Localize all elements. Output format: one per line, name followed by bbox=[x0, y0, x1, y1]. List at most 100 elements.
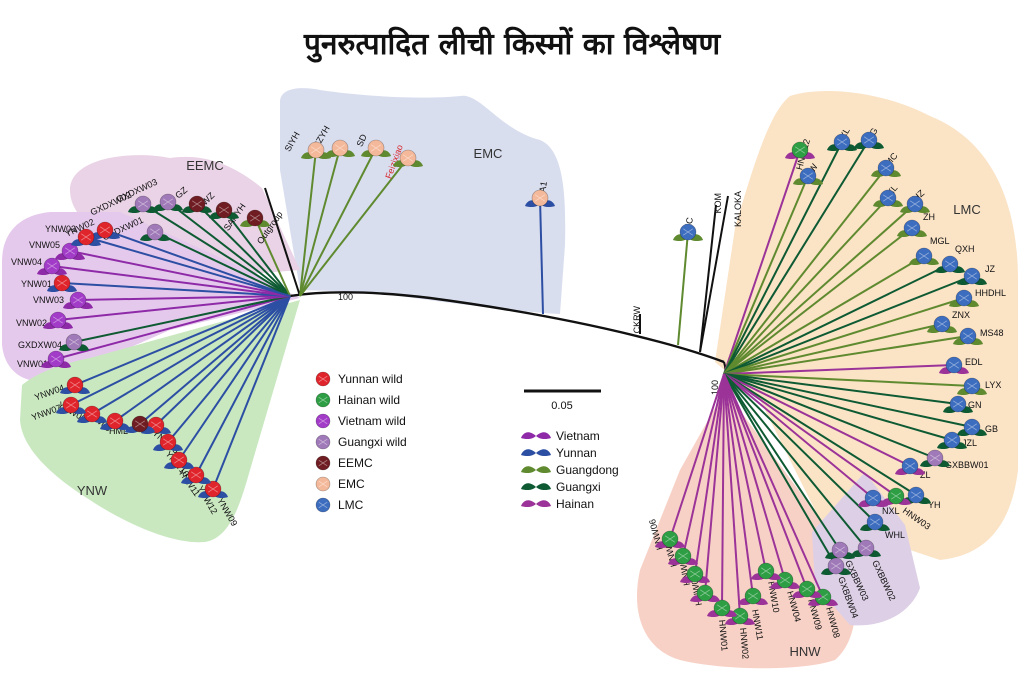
fruit-marker bbox=[170, 451, 188, 469]
fruit-marker bbox=[66, 376, 84, 394]
fruit-marker bbox=[331, 139, 349, 157]
fruit-marker-texture bbox=[929, 454, 941, 462]
fruit-marker bbox=[831, 541, 849, 559]
fruit-legend-label: EMC bbox=[338, 477, 365, 491]
fruit-marker bbox=[83, 405, 101, 423]
branch-gxdxw01 bbox=[154, 231, 291, 297]
fruit-legend-label: Yunnan wild bbox=[338, 372, 403, 386]
region-leaf-marker bbox=[536, 449, 551, 457]
region-leaf-marker bbox=[521, 483, 536, 491]
branch-wz bbox=[223, 209, 291, 297]
branch-hnw06 bbox=[669, 373, 725, 540]
fruit-marker-texture bbox=[882, 194, 894, 202]
fruit-marker bbox=[315, 476, 331, 492]
fruit-marker bbox=[864, 489, 882, 507]
fruit-marker bbox=[315, 455, 331, 471]
fruit-marker bbox=[188, 195, 206, 213]
fruit-legend-label: EEMC bbox=[338, 456, 373, 470]
leaf-label-hnw02: HNW02 bbox=[738, 627, 751, 659]
fruit-marker bbox=[933, 315, 951, 333]
branch-gxdxw03 bbox=[167, 201, 291, 297]
leaf-label-zl: ZL bbox=[920, 470, 931, 480]
fruit-marker bbox=[798, 580, 816, 598]
fruit-marker-texture bbox=[310, 146, 322, 154]
branch-vnw02 bbox=[57, 295, 291, 321]
fruit-marker-texture bbox=[966, 382, 978, 390]
fruit-marker-texture bbox=[207, 485, 219, 493]
branch-gxbbw01 bbox=[723, 373, 936, 459]
fruit-marker bbox=[69, 291, 87, 309]
branch-gxdxw02 bbox=[142, 203, 291, 297]
fruit-marker-texture bbox=[99, 226, 111, 234]
fruit-marker-texture bbox=[890, 492, 902, 500]
fruit-marker bbox=[307, 141, 325, 159]
region-leaf-marker bbox=[521, 500, 536, 508]
region-leaf-marker bbox=[521, 466, 536, 474]
fruit-marker-texture bbox=[677, 552, 689, 560]
fruit-marker-texture bbox=[904, 462, 916, 470]
branch-gxbbw02 bbox=[723, 373, 867, 549]
branch-ynw07 bbox=[70, 295, 291, 406]
fruit-marker-texture bbox=[534, 194, 546, 202]
fruit-marker bbox=[887, 487, 905, 505]
leaf-label-ms48: MS48 bbox=[980, 328, 1004, 338]
bootstrap-label: 100 bbox=[710, 380, 720, 395]
fruit-marker-texture bbox=[836, 138, 848, 146]
fruit-marker-texture bbox=[137, 200, 149, 208]
fruit-marker-texture bbox=[190, 471, 202, 479]
fruit-marker-texture bbox=[318, 375, 328, 383]
branch-yh bbox=[723, 373, 917, 496]
fruit-marker-texture bbox=[716, 604, 728, 612]
fruit-marker-texture bbox=[966, 272, 978, 280]
fruit-marker-texture bbox=[946, 436, 958, 444]
fruit-marker-texture bbox=[109, 417, 121, 425]
fruit-marker bbox=[963, 377, 981, 395]
fruit-marker bbox=[901, 457, 919, 475]
leaf-label-vnw01: VNW01 bbox=[17, 359, 48, 369]
fruit-marker bbox=[959, 327, 977, 345]
leaf-label-jzl: JZL bbox=[962, 438, 977, 448]
branch-vnw01 bbox=[55, 295, 291, 360]
branch-hnw02 bbox=[723, 373, 741, 617]
clade-label-eemc: EEMC bbox=[186, 158, 224, 173]
fruit-marker bbox=[65, 333, 83, 351]
fruit-marker-texture bbox=[699, 589, 711, 597]
branch-jzl bbox=[723, 373, 953, 441]
fruit-marker bbox=[367, 139, 385, 157]
branch-ynw12 bbox=[195, 295, 291, 476]
branch-feizixiao bbox=[299, 157, 409, 297]
branch-hxc bbox=[677, 231, 689, 346]
branch-kaloka bbox=[699, 195, 729, 353]
fruit-marker-texture bbox=[173, 456, 185, 464]
leaf-label-gn: GN bbox=[968, 400, 982, 410]
leaf-label-edl: EDL bbox=[965, 357, 983, 367]
fruit-marker bbox=[713, 599, 731, 617]
fruit-marker bbox=[315, 413, 331, 429]
fruit-marker bbox=[134, 195, 152, 213]
fruit-marker bbox=[949, 395, 967, 413]
branch-qxh bbox=[723, 263, 951, 375]
fruit-marker bbox=[159, 433, 177, 451]
leaf-label-hhdhl: HHDHL bbox=[975, 288, 1006, 298]
fruit-marker-texture bbox=[149, 228, 161, 236]
branch-zszyh bbox=[299, 147, 341, 297]
fruit-marker bbox=[906, 195, 924, 213]
fruit-marker-texture bbox=[834, 546, 846, 554]
fruit-marker bbox=[106, 412, 124, 430]
branch-gn bbox=[723, 373, 959, 405]
fruit-marker bbox=[315, 497, 331, 513]
fruit-marker bbox=[963, 267, 981, 285]
fruit-marker bbox=[215, 201, 233, 219]
fruit-marker bbox=[679, 223, 697, 241]
branch-gw bbox=[723, 175, 809, 375]
region-leaf-marker bbox=[521, 432, 536, 440]
fruit-marker-texture bbox=[906, 224, 918, 232]
leaf-label-vnw04: VNW04 bbox=[11, 257, 42, 267]
branch-gxbbw04 bbox=[723, 373, 837, 567]
branch-ynw11 bbox=[178, 295, 291, 461]
region-legend-label: Guangxi bbox=[556, 480, 601, 494]
branch-znx bbox=[723, 323, 943, 375]
fruit-marker-texture bbox=[794, 146, 806, 154]
fruit-marker-texture bbox=[134, 420, 146, 428]
